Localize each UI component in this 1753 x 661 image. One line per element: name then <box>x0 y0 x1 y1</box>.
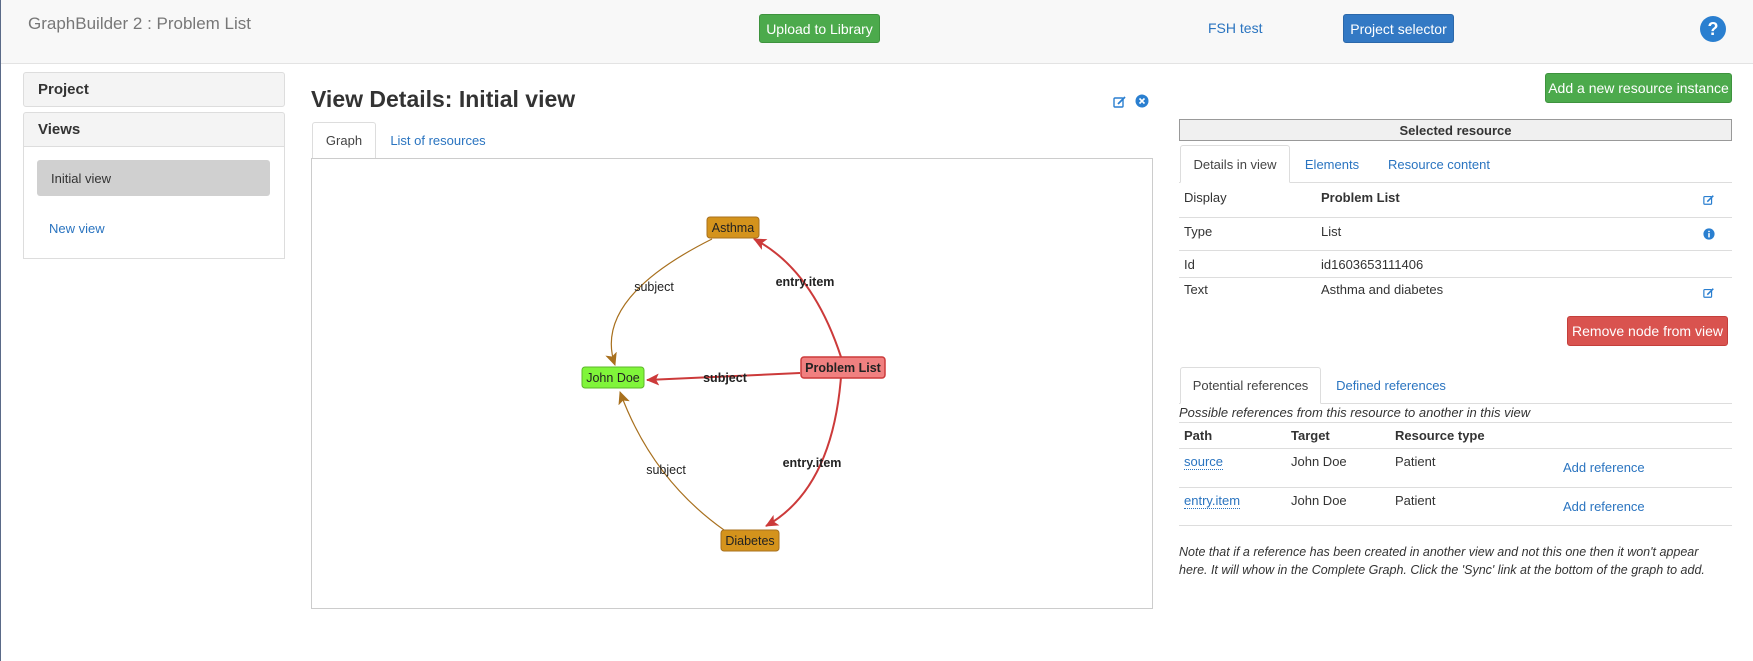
column-header-target: Target <box>1291 428 1330 443</box>
edge-label: subject <box>703 371 748 385</box>
divider <box>1179 525 1732 526</box>
references-description: Possible references from this resource t… <box>1179 405 1531 420</box>
graph-node-john-doe[interactable]: John Doe <box>581 366 645 389</box>
detail-value: id1603653111406 <box>1321 257 1424 272</box>
divider <box>1179 487 1732 488</box>
ref-resource-type: Patient <box>1395 493 1436 508</box>
help-icon[interactable]: ? <box>1700 16 1726 42</box>
detail-value: Asthma and diabetes <box>1321 282 1444 297</box>
graph-node-problem-list[interactable]: Problem List <box>800 356 886 379</box>
tab-divider <box>1179 182 1732 183</box>
tab-resource-content[interactable]: Resource content <box>1388 156 1490 172</box>
detail-label: Type <box>1184 224 1213 239</box>
view-item-initial[interactable]: Initial view <box>37 160 270 196</box>
project-selector-button[interactable]: Project selector <box>1343 14 1454 43</box>
graph-edge[interactable] <box>618 391 725 531</box>
graph-edge[interactable] <box>753 238 842 358</box>
detail-row-type: Type List <box>1179 218 1732 251</box>
graph-edge[interactable] <box>605 238 713 366</box>
graph-canvas[interactable]: subject entry.item subject entry.item su… <box>311 158 1153 609</box>
svg-text:Asthma: Asthma <box>712 221 754 235</box>
edge-label: entry.item <box>783 456 842 470</box>
tab-list-of-resources[interactable]: List of resources <box>390 133 486 148</box>
views-panel-body <box>23 146 285 259</box>
views-panel-header[interactable]: Views <box>23 112 285 147</box>
app-title: GraphBuilder 2 : Problem List <box>28 14 251 33</box>
tab-divider <box>1179 403 1732 404</box>
edge-label: entry.item <box>776 275 835 289</box>
edge-label: subject <box>634 280 674 294</box>
detail-label: Id <box>1184 257 1195 272</box>
detail-label: Display <box>1184 190 1227 205</box>
edit-icon[interactable] <box>1703 194 1715 206</box>
divider <box>1179 448 1732 449</box>
close-circle-icon[interactable] <box>1135 94 1149 108</box>
edge-label: subject <box>646 463 686 477</box>
ref-resource-type: Patient <box>1395 454 1436 469</box>
edit-icon[interactable] <box>1703 287 1715 299</box>
project-panel-header[interactable]: Project <box>23 72 285 107</box>
add-resource-instance-button[interactable]: Add a new resource instance <box>1545 73 1732 103</box>
column-header-path: Path <box>1184 428 1213 443</box>
ref-path[interactable]: entry.item <box>1184 493 1241 509</box>
column-header-resource-type: Resource type <box>1395 428 1485 443</box>
top-navbar: GraphBuilder 2 : Problem List Upload to … <box>1 0 1753 64</box>
graph-edge[interactable] <box>765 376 842 527</box>
graph-node-asthma[interactable]: Asthma <box>706 216 760 239</box>
ref-path[interactable]: source <box>1184 454 1224 470</box>
detail-row-display: Display Problem List <box>1179 184 1732 218</box>
tab-defined-references[interactable]: Defined references <box>1336 378 1446 393</box>
detail-label: Text <box>1184 282 1208 297</box>
svg-text:Diabetes: Diabetes <box>725 534 774 548</box>
detail-row-id: Id id1603653111406 <box>1179 251 1732 278</box>
edit-icon[interactable] <box>1113 95 1127 109</box>
tab-potential-references[interactable]: Potential references <box>1180 367 1321 404</box>
selected-resource-header: Selected resource <box>1179 119 1732 141</box>
ref-target: John Doe <box>1291 493 1347 508</box>
add-reference-link[interactable]: Add reference <box>1563 499 1645 514</box>
page-title: View Details: Initial view <box>311 86 576 112</box>
detail-row-text: Text Asthma and diabetes <box>1179 278 1732 312</box>
ref-target: John Doe <box>1291 454 1347 469</box>
detail-value: Problem List <box>1321 190 1400 205</box>
fsh-test-link[interactable]: FSH test <box>1208 20 1263 36</box>
svg-text:Problem List: Problem List <box>805 361 882 375</box>
add-reference-link[interactable]: Add reference <box>1563 460 1645 475</box>
graph-edge[interactable] <box>646 372 801 386</box>
svg-text:John Doe: John Doe <box>586 371 640 385</box>
tab-details-in-view[interactable]: Details in view <box>1180 145 1290 183</box>
divider <box>1179 422 1732 423</box>
tab-graph[interactable]: Graph <box>312 122 376 159</box>
tab-elements[interactable]: Elements <box>1304 156 1360 172</box>
graph-node-diabetes[interactable]: Diabetes <box>720 529 780 552</box>
upload-to-library-button[interactable]: Upload to Library <box>759 14 880 43</box>
remove-node-button[interactable]: Remove node from view <box>1567 316 1728 346</box>
detail-value: List <box>1321 224 1342 239</box>
note-text: Note that if a reference has been create… <box>1179 545 1705 577</box>
info-icon[interactable] <box>1703 228 1715 240</box>
new-view-link[interactable]: New view <box>49 221 105 236</box>
